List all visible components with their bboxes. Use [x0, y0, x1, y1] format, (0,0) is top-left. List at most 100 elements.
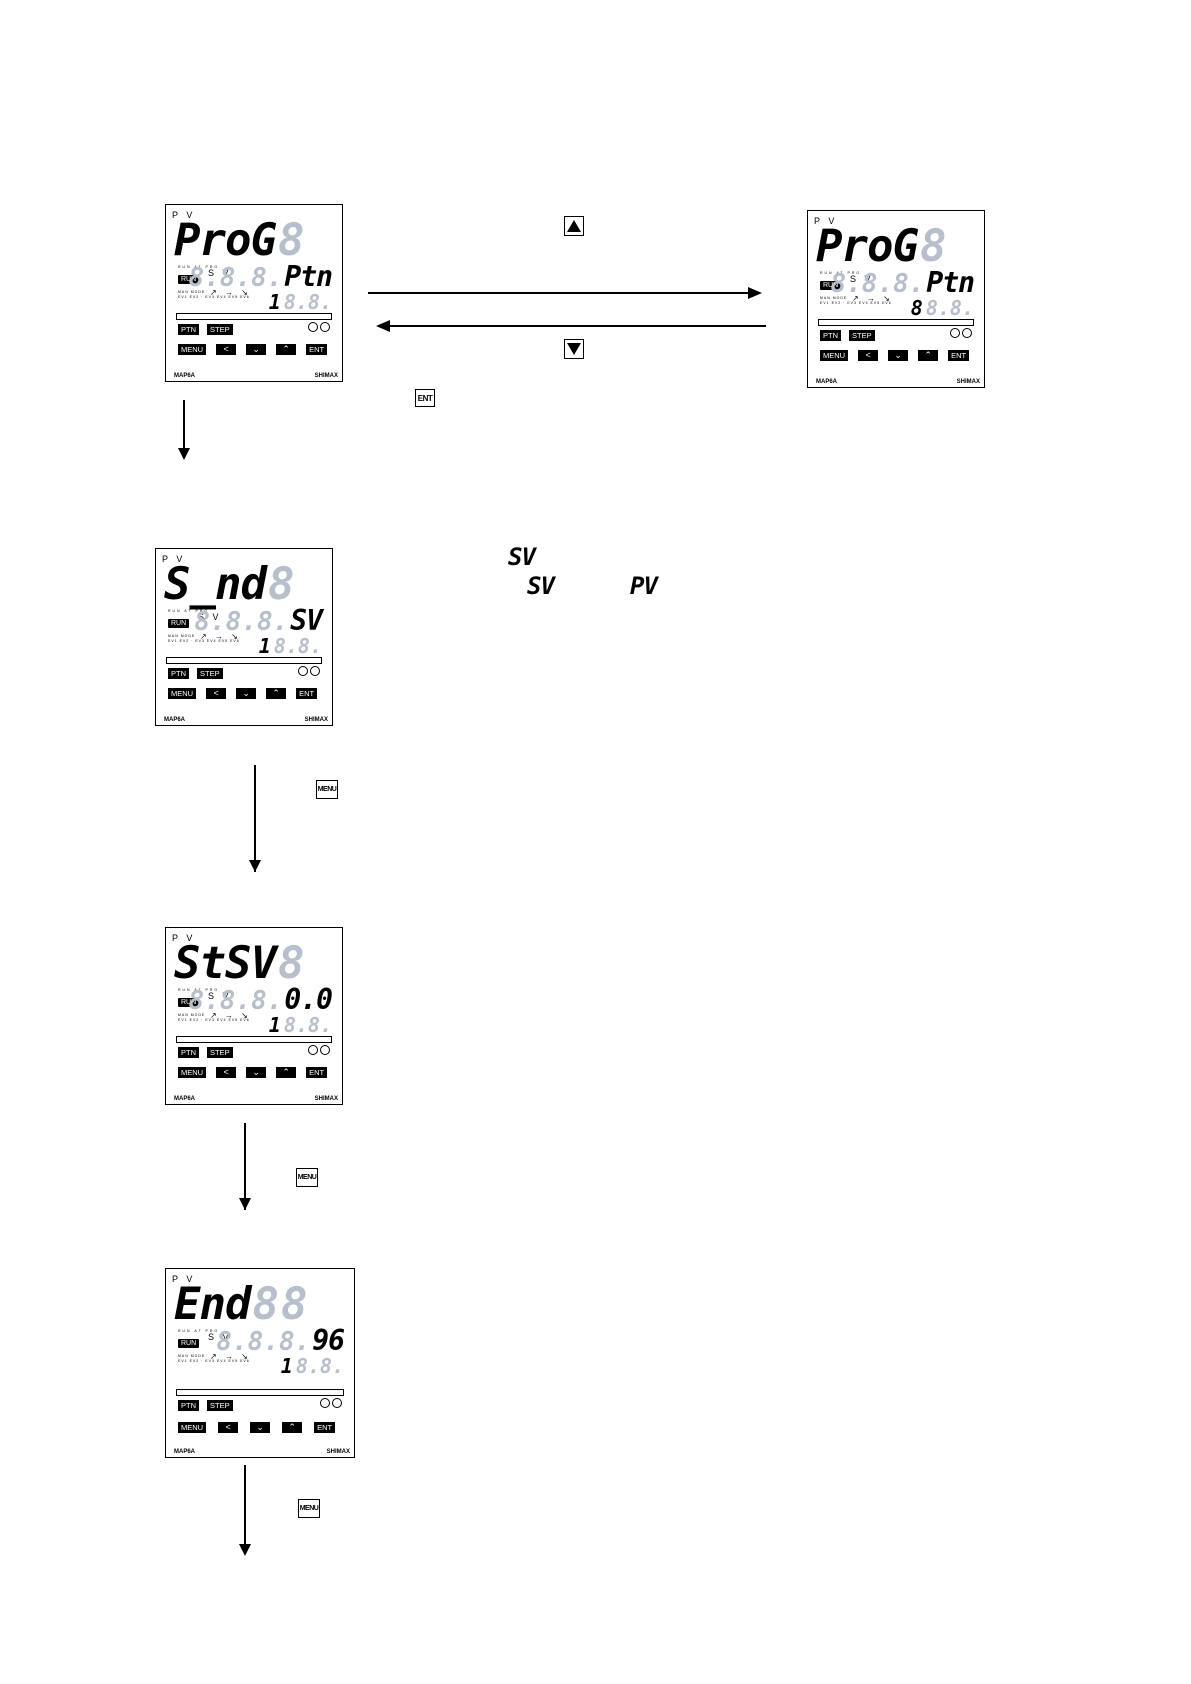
triangle-down-icon: [567, 343, 581, 355]
step-key[interactable]: STEP: [197, 668, 223, 679]
flow-arrow-4-head-icon: [239, 1544, 251, 1556]
ent-key[interactable]: ENT: [306, 344, 328, 355]
controller-panel-end: P V End 8 8 RUN AT PRG RUN S V 8.8.8. 96…: [165, 1268, 355, 1458]
ent-key[interactable]: ENT: [306, 1067, 328, 1078]
sv-label: S V: [850, 274, 874, 284]
triangle-up-icon: [567, 220, 581, 232]
ev-labels: EV1 EV2 · EV3 EV4 EV5 EV6: [178, 295, 250, 299]
pv-display: End 8 8: [174, 1283, 307, 1327]
up-arrow-key[interactable]: ⌃: [266, 688, 287, 699]
flow-arrow-3-line: [244, 1123, 246, 1210]
run-indicator: RUN: [178, 275, 200, 284]
progress-bar: [176, 1036, 332, 1043]
pv-symbol-note: PV: [630, 572, 658, 600]
arrow-left-line: [390, 325, 766, 327]
sv-ghost-digits: 8.8.8.: [830, 269, 925, 299]
sv-display: 8.8.8. Ptn: [188, 260, 333, 293]
down-arrow-key[interactable]: ⌄: [246, 344, 267, 355]
mode-labels: MAN MODE: [168, 634, 196, 638]
sv-ghost-digits: 8.8.8.: [188, 263, 283, 293]
trend-indicators: ↗ → ↘: [210, 1352, 251, 1361]
step-ghost-digits: 8.8.: [925, 296, 974, 320]
menu-key-icon: MENU: [298, 1499, 320, 1518]
led-icon: [308, 1045, 318, 1055]
menu-key-icon: MENU: [316, 780, 338, 799]
pv-display: ProG 8: [174, 219, 304, 263]
ptn-key[interactable]: PTN: [178, 1400, 199, 1411]
mode-labels: MAN MODE: [820, 296, 848, 300]
step-key[interactable]: STEP: [207, 324, 233, 335]
controller-panel-stsv: P V StSV 8 RUN AT PRG RUN S V 8.8.8. 0.0…: [165, 927, 343, 1105]
mode-labels: MAN MODE: [178, 1013, 206, 1017]
key-row-top: PTN STEP: [178, 324, 233, 335]
controller-panel-prog-ptn8: P V ProG 8 RUN AT PRG RUN S V 8.8.8. Ptn…: [807, 210, 985, 388]
ent-key[interactable]: ENT: [314, 1422, 336, 1433]
trend-indicators: ↗ → ↘: [200, 632, 241, 641]
left-arrow-key[interactable]: <: [216, 344, 237, 355]
pv-display: ProG 8: [816, 225, 946, 269]
led-icon: [950, 328, 960, 338]
pv-label: P V: [172, 1274, 196, 1284]
ent-key[interactable]: ENT: [296, 688, 318, 699]
step-ghost-digits: 8.8.: [273, 634, 322, 658]
model-label: MAP6A: [816, 379, 838, 385]
led-icon: [308, 322, 318, 332]
pv-readout: S_nd: [164, 559, 267, 610]
menu-key[interactable]: MENU: [178, 344, 207, 355]
down-arrow-key[interactable]: ⌄: [250, 1422, 271, 1433]
down-arrow-key[interactable]: ⌄: [888, 350, 909, 361]
pv-label: P V: [172, 210, 196, 220]
step-ghost-digits: 8.8.: [283, 290, 332, 314]
flow-arrow-2-line: [254, 765, 256, 872]
up-arrow-key[interactable]: ⌃: [918, 350, 939, 361]
menu-key[interactable]: MENU: [178, 1422, 207, 1433]
controller-panel-send-sv: P V S_nd 8 RUN AT PRG RUN S V 8.8.8. SV …: [155, 548, 333, 726]
brand-label: SHIMAX: [304, 717, 328, 723]
key-row-top: PTN STEP: [820, 330, 875, 341]
key-row-top: PTN STEP: [168, 668, 223, 679]
up-arrow-key[interactable]: ⌃: [276, 344, 297, 355]
run-indicator: RUN: [168, 619, 190, 628]
run-indicator: RUN: [178, 998, 200, 1007]
menu-key[interactable]: MENU: [820, 350, 849, 361]
arrow-right-head-icon: [748, 287, 762, 299]
sv-display: 8.8.8. 96: [216, 1327, 345, 1356]
controller-panel-prog-ptn1: P V ProG 8 RUN AT PRG RUN S V 8.8.8. Ptn…: [165, 204, 343, 382]
ptn-key[interactable]: PTN: [178, 1047, 199, 1058]
sv-symbol-note-2: SV: [527, 572, 555, 600]
status-leds: [320, 1398, 342, 1408]
step-readout: 1: [268, 1013, 281, 1037]
left-arrow-key[interactable]: <: [218, 1422, 239, 1433]
sv-readout: Ptn: [284, 260, 333, 293]
brand-label: SHIMAX: [314, 1096, 338, 1102]
pv-ghost-digit: 8: [267, 559, 295, 610]
step-key[interactable]: STEP: [207, 1400, 233, 1411]
up-arrow-key[interactable]: ⌃: [276, 1067, 297, 1078]
up-arrow-key[interactable]: ⌃: [282, 1422, 303, 1433]
ent-key[interactable]: ENT: [948, 350, 970, 361]
step-key[interactable]: STEP: [849, 330, 875, 341]
run-indicator: RUN: [178, 1339, 200, 1348]
progress-bar: [166, 657, 322, 664]
step-readout: 1: [280, 1354, 293, 1378]
ptn-key[interactable]: PTN: [178, 324, 199, 335]
step-key[interactable]: STEP: [207, 1047, 233, 1058]
menu-key[interactable]: MENU: [178, 1067, 207, 1078]
ev-labels: EV1 EV2 · EV3 EV4 EV5 EV6: [178, 1018, 250, 1022]
left-arrow-key[interactable]: <: [216, 1067, 237, 1078]
down-arrow-key[interactable]: ⌄: [246, 1067, 267, 1078]
flow-arrow-1-head-icon: [178, 448, 190, 460]
event-labels: MAN MODE EV1 EV2 · EV3 EV4 EV5 EV6: [820, 296, 892, 306]
ptn-key[interactable]: PTN: [820, 330, 841, 341]
status-labels: RUN AT PRG: [178, 988, 220, 992]
left-arrow-key[interactable]: <: [206, 688, 227, 699]
pv-label: P V: [162, 554, 186, 564]
left-arrow-key[interactable]: <: [858, 350, 879, 361]
menu-key[interactable]: MENU: [168, 688, 197, 699]
sv-ghost-digits: 8.8.8.: [188, 986, 283, 1016]
sv-readout: Ptn: [926, 266, 975, 299]
down-arrow-key[interactable]: ⌄: [236, 688, 257, 699]
sv-label: S V: [208, 268, 232, 278]
pv-ghost-digit: 8: [280, 1279, 308, 1330]
ptn-key[interactable]: PTN: [168, 668, 189, 679]
